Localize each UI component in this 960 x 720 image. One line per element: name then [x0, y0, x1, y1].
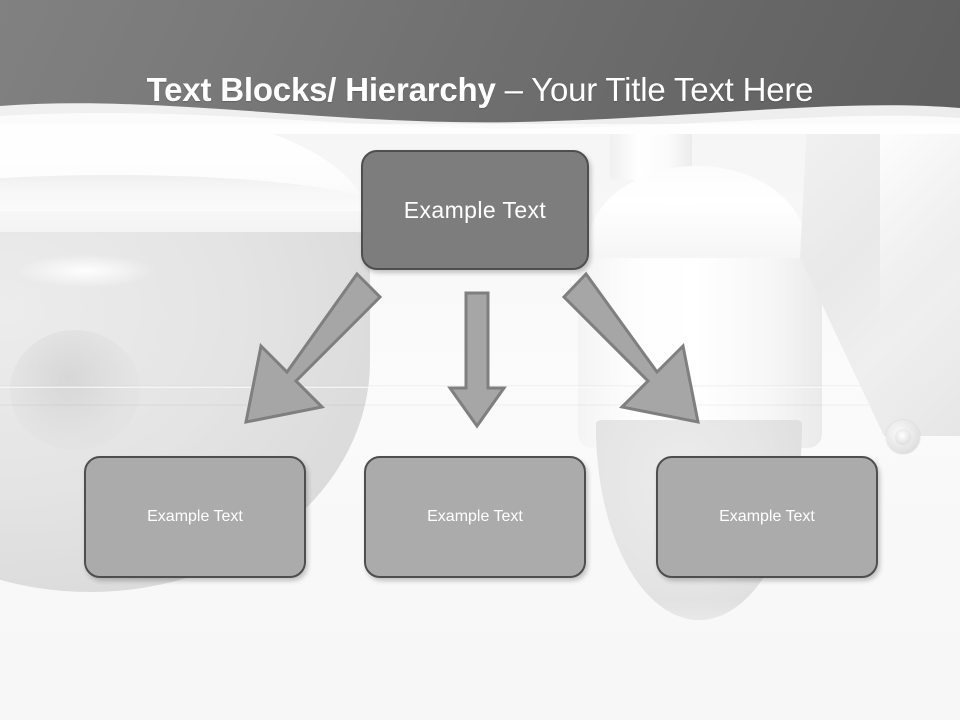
page-title-light: Your Title Text Here [531, 71, 814, 109]
node-child-3[interactable]: Example Text [656, 456, 878, 578]
page-title: Text Blocks/ Hierarchy – Your Title Text… [0, 70, 960, 110]
node-child-1-label: Example Text [147, 508, 243, 525]
node-child-1[interactable]: Example Text [84, 456, 306, 578]
node-child-3-label: Example Text [719, 508, 815, 525]
page-title-separator: – [495, 71, 532, 109]
node-root-label: Example Text [403, 196, 547, 223]
node-root[interactable]: Example Text [361, 150, 589, 270]
screw-head-right-inner [895, 429, 911, 445]
dome-lens-left [10, 330, 140, 450]
node-child-2-label: Example Text [427, 508, 523, 525]
arrow-down-left-icon [234, 270, 384, 430]
fixture-cap-highlight [628, 186, 734, 216]
node-child-2[interactable]: Example Text [364, 456, 586, 578]
arrow-down-right-icon [560, 270, 720, 430]
header-wave-divider [0, 92, 960, 134]
page-title-bold: Text Blocks/ Hierarchy [146, 71, 496, 109]
header-band [0, 0, 960, 124]
dome-highlight-left [16, 254, 156, 288]
background-fade-bottom [0, 600, 960, 720]
arrow-down-icon [446, 290, 508, 430]
